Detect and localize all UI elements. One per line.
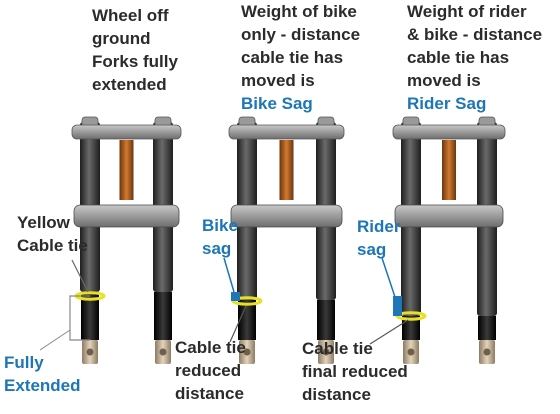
right-lower-leg xyxy=(317,300,335,340)
panel-2-heading-line: cable tie has xyxy=(241,48,344,67)
rider-sag-callout-line: Rider xyxy=(357,217,401,236)
final-reduced-distance-leader xyxy=(369,319,409,345)
panel-3-heading-line: Weight of rider xyxy=(407,2,527,21)
shock-spring xyxy=(442,140,456,200)
panel-1-heading-line: ground xyxy=(92,29,151,48)
fork-2 xyxy=(228,116,345,364)
final-reduced-distance-callout-line: Cable tie xyxy=(302,339,373,358)
right-lower-leg xyxy=(478,316,496,340)
panel-3-heading: Weight of rider & bike - distance cable … xyxy=(407,0,542,115)
fully-extended-leader xyxy=(39,329,71,351)
axle-hole xyxy=(407,348,415,356)
reduced-distance-leader xyxy=(229,305,247,343)
rider-sag-marker xyxy=(369,257,409,345)
fully-extended-callout: Fully Extended xyxy=(4,351,81,397)
panel-2-heading-line: Weight of bike xyxy=(241,2,357,21)
reduced-distance-callout-line: reduced xyxy=(175,361,242,380)
left-lower-leg xyxy=(238,300,256,340)
extended-bracket xyxy=(39,259,90,351)
panel-3-heading-line: cable tie has xyxy=(407,48,510,67)
cable-tie-callout-line: Yellow xyxy=(17,213,70,232)
panel-3-heading-line: moved is xyxy=(407,71,481,90)
bike-sag-highlight: Bike Sag xyxy=(241,94,313,113)
extended-bracket-line xyxy=(69,295,90,341)
bike-sag-leader xyxy=(223,257,235,293)
bike-sag-callout-line: Bike xyxy=(202,216,238,235)
bike-sag-marker xyxy=(223,257,247,343)
upper-crown xyxy=(392,124,506,140)
upper-crown xyxy=(71,124,182,140)
reduced-distance-callout-line: distance xyxy=(175,384,244,403)
bike-sag-block xyxy=(231,292,240,301)
axle-hole xyxy=(322,348,330,356)
axle-hole xyxy=(483,348,491,356)
panel-1-heading-line: Forks fully xyxy=(92,52,178,71)
panel-2-heading-line: only - distance xyxy=(241,25,361,44)
left-lower-leg xyxy=(81,292,99,340)
final-reduced-distance-callout-line: final reduced xyxy=(302,362,408,381)
lower-crown xyxy=(230,204,343,228)
cable-tie-callout-line: Cable tie xyxy=(17,236,88,255)
panel-1-heading-line: extended xyxy=(92,75,167,94)
shock-spring xyxy=(279,140,294,200)
reduced-distance-callout-line: Cable tie xyxy=(175,338,246,357)
panel-1-heading-line: Wheel off xyxy=(92,6,169,25)
reduced-distance-callout: Cable tie reduced distance xyxy=(175,336,246,405)
fork-1 xyxy=(71,116,182,364)
shock-spring xyxy=(119,140,134,200)
right-lower-leg xyxy=(154,292,172,340)
axle-hole xyxy=(86,348,94,356)
lower-crown xyxy=(73,204,180,228)
upper-crown xyxy=(228,124,345,140)
fork-3 xyxy=(392,116,506,364)
rider-sag-highlight: Rider Sag xyxy=(407,94,487,113)
panel-3-heading-line: & bike - distance xyxy=(407,25,543,44)
final-reduced-distance-callout-line: distance xyxy=(302,385,371,404)
panel-2-heading: Weight of bike only - distance cable tie… xyxy=(241,0,360,115)
rider-sag-block xyxy=(393,296,402,316)
bike-sag-callout-line: sag xyxy=(202,239,232,258)
cable-tie-leader xyxy=(71,259,89,293)
bike-sag-callout: Bike sag xyxy=(202,214,238,260)
final-reduced-distance-callout: Cable tie final reduced distance xyxy=(302,337,408,406)
left-lower-leg xyxy=(402,316,420,340)
cable-tie-callout: Yellow Cable tie xyxy=(17,211,88,257)
fully-extended-callout-line: Fully xyxy=(4,353,44,372)
panel-2-heading-line: moved is xyxy=(241,71,315,90)
lower-crown xyxy=(394,204,504,228)
rider-sag-callout: Rider sag xyxy=(357,215,400,261)
panel-1-heading: Wheel off ground Forks fully extended xyxy=(92,4,178,96)
axle-hole xyxy=(159,348,167,356)
axle-hole xyxy=(243,348,251,356)
fully-extended-callout-line: Extended xyxy=(4,376,81,395)
rider-sag-leader xyxy=(381,257,396,298)
rider-sag-callout-line: sag xyxy=(357,240,387,259)
